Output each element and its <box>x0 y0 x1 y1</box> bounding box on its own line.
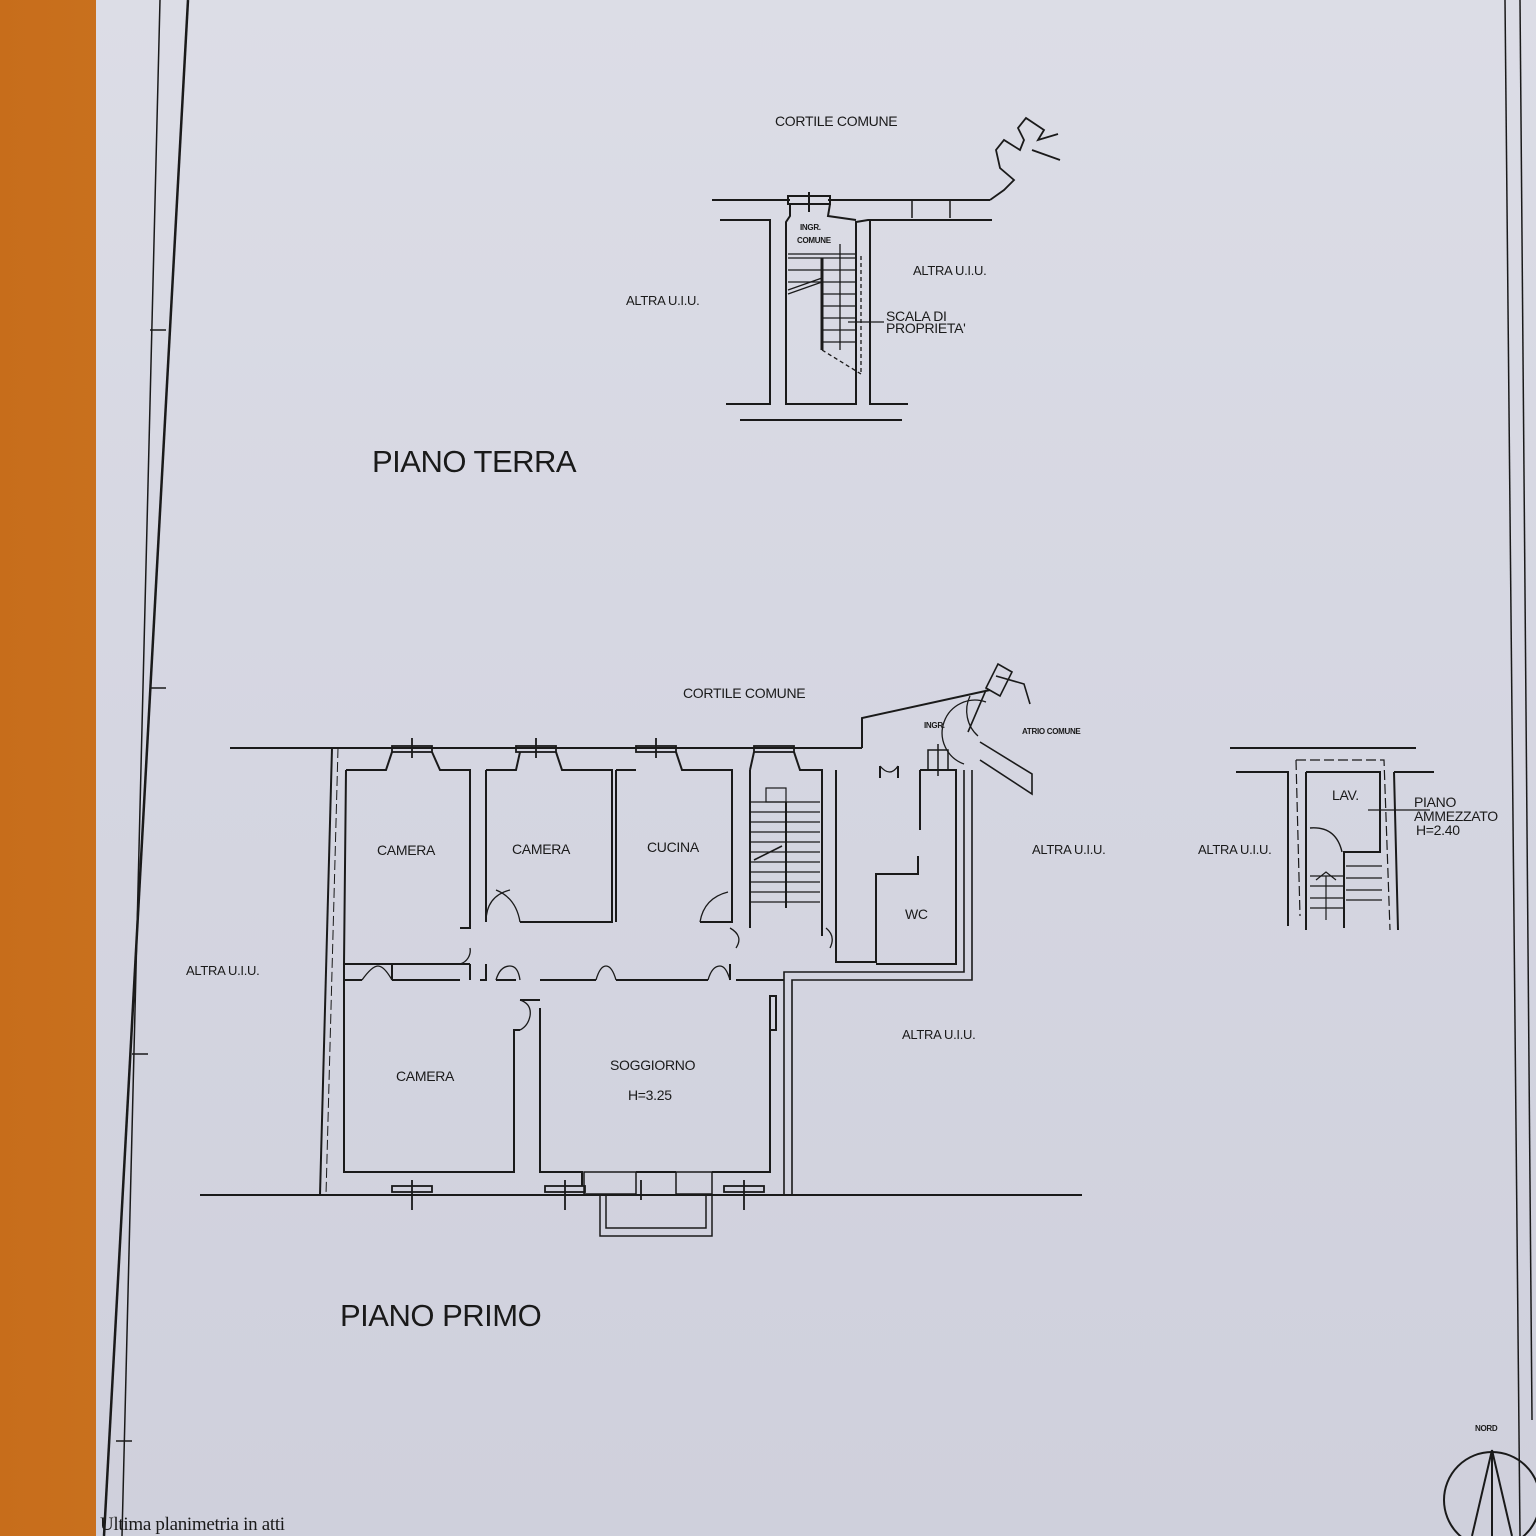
sheet-frame <box>102 0 1533 1536</box>
soggiorno-height: H=3.25 <box>628 1087 672 1103</box>
mezzanine-height: H=2.40 <box>1416 822 1460 838</box>
ground-stair-label-1: SCALA DI <box>886 308 947 324</box>
room-wc: WC <box>905 906 928 922</box>
footer-note: Ultima planimetria in atti <box>100 1514 285 1535</box>
ground-floor-plan <box>712 116 1061 421</box>
ground-floor-title: PIANO TERRA <box>372 444 577 479</box>
ground-floor-staircase <box>787 244 884 375</box>
first-courtyard-label: CORTILE COMUNE <box>683 685 806 701</box>
room-camera-3: CAMERA <box>396 1068 455 1084</box>
atrium-label: ATRIO COMUNE <box>1022 727 1081 736</box>
laundry-label: LAV. <box>1332 787 1359 803</box>
first-floor-title: PIANO PRIMO <box>340 1298 542 1333</box>
first-other-unit-right-bottom-label: ALTRA U.I.U. <box>902 1027 976 1042</box>
first-other-unit-right-top-label: ALTRA U.I.U. <box>1032 842 1106 857</box>
mezzanine-plan <box>1230 747 1434 931</box>
room-soggiorno: SOGGIORNO <box>610 1057 696 1073</box>
ground-courtyard-label: CORTILE COMUNE <box>775 113 898 129</box>
first-entrance-label: INGR. <box>924 721 945 730</box>
north-arrow-icon <box>1443 1449 1536 1536</box>
door-swings <box>361 699 987 1031</box>
ground-stair-label-2: PROPRIETA' <box>886 320 966 336</box>
first-floor-staircase <box>750 787 820 908</box>
first-other-unit-left-label: ALTRA U.I.U. <box>186 963 260 978</box>
room-camera-2: CAMERA <box>512 841 571 857</box>
north-label: NORD <box>1475 1424 1498 1433</box>
ground-other-unit-left-label: ALTRA U.I.U. <box>626 293 700 308</box>
mezzanine-staircase <box>1310 865 1382 920</box>
mezzanine-label-1: PIANO <box>1414 794 1457 810</box>
mezzanine-other-unit-label: ALTRA U.I.U. <box>1198 842 1272 857</box>
ground-entrance-sub-label: COMUNE <box>797 236 831 245</box>
ground-entrance-label: INGR. <box>800 223 821 232</box>
ground-other-unit-right-label: ALTRA U.I.U. <box>913 263 987 278</box>
room-camera-1: CAMERA <box>377 842 436 858</box>
first-floor-plan <box>200 662 1082 1237</box>
room-cucina: CUCINA <box>647 839 699 855</box>
first-floor-windows <box>391 738 795 1210</box>
mezzanine-label-2: AMMEZZATO <box>1414 808 1498 824</box>
